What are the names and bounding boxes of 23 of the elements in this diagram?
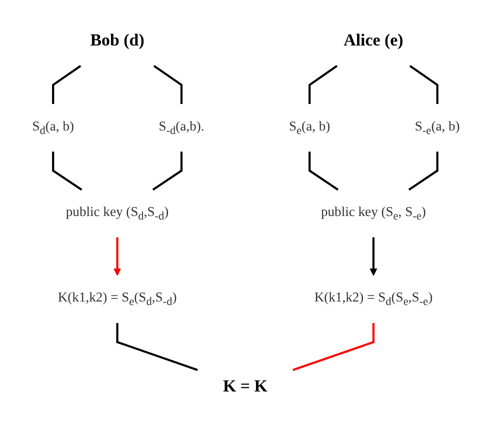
node-text: K = K (222, 377, 268, 396)
arrow (114, 237, 122, 276)
node-text: public key (S$_{e}$, S$_{-e}$) (321, 204, 426, 222)
node-text: K(k1,k2) = S$_{e}$(S$_{d}$,S$_{-d}$) (58, 290, 177, 308)
node-text: S$_{e}$(a, b) (288, 119, 330, 136)
connector (116, 323, 198, 371)
arrow (370, 237, 378, 276)
connector (292, 323, 375, 372)
connector (308, 152, 339, 191)
node-text: S$_{d}$(a, b) (32, 119, 74, 136)
connector (153, 65, 183, 104)
node-text: S$_{-e}$(a, b) (414, 119, 460, 136)
connector (408, 152, 438, 191)
node-text: public key (S$_{d}$,S$_{-d}$) (66, 204, 169, 222)
node-text: Bob (d) (90, 31, 144, 50)
connector (52, 65, 82, 104)
connector (409, 65, 438, 104)
connector (52, 152, 82, 191)
connector (308, 65, 338, 104)
node-text: S$_{-d}$(a,b). (158, 119, 204, 136)
node-text: Alice (e) (344, 31, 404, 50)
node-text: K(k1,k2) = S$_{d}$(S$_{e}$,S$_{-e}$) (314, 290, 433, 308)
connector (152, 152, 183, 191)
